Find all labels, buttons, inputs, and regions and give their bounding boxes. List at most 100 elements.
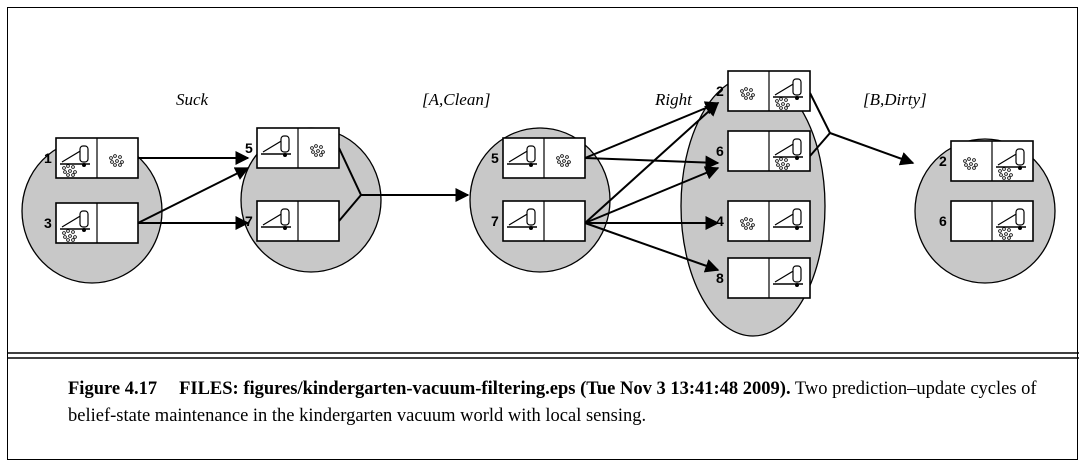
state-number: 5 (491, 150, 499, 166)
dirt-speck (779, 97, 783, 101)
dirt-speck (786, 163, 790, 167)
dirt-speck (746, 222, 750, 226)
dirt-speck (751, 223, 755, 227)
transition-label-2: [A,Clean] (422, 90, 490, 109)
dirt-speck (784, 98, 788, 102)
vacuum-wheel (795, 283, 799, 287)
dirt-speck (972, 166, 976, 170)
dirt-speck (998, 229, 1002, 233)
dirt-speck (775, 99, 779, 103)
dirt-speck (741, 93, 745, 97)
state-number: 7 (491, 213, 499, 229)
world-state-7: 7 (245, 200, 340, 242)
vacuum-body (1015, 148, 1025, 166)
arrow-right-7-8 (584, 222, 720, 273)
dirt-speck (1004, 172, 1008, 176)
dirt-speck (784, 158, 788, 162)
dirt-speck (567, 160, 571, 164)
dirt-speck (779, 106, 783, 110)
dirt-speck (118, 155, 122, 159)
dirt-speck (118, 163, 122, 167)
figure-caption-text: Two prediction–update cycles of belief-s… (68, 379, 1037, 426)
dirt-speck (744, 226, 748, 230)
dirt-speck (1002, 176, 1006, 180)
arrow-right-7-6 (584, 166, 720, 224)
dirt-speck (109, 156, 113, 160)
dirt-speck (776, 103, 780, 107)
figure-file-info: FILES: figures/kindergarten-vacuum-filte… (179, 379, 791, 399)
dirt-speck (1007, 176, 1011, 180)
vacuum-body (526, 208, 536, 226)
dirt-speck (71, 173, 75, 177)
dirt-speck (744, 87, 748, 91)
dirt-speck (751, 93, 755, 97)
dirt-speck (115, 159, 119, 163)
vacuum-wheel (283, 226, 287, 230)
state-number: 8 (716, 270, 724, 286)
dirt-speck (967, 157, 971, 161)
state-number: 6 (716, 143, 724, 159)
world-state-2: 2 (939, 140, 1034, 182)
world-state-8: 8 (716, 257, 811, 299)
dirt-speck (1002, 236, 1006, 240)
world-state-2: 2 (716, 70, 811, 112)
vacuum-body (79, 145, 89, 163)
vacuum-body (79, 210, 89, 228)
vacuum-body (280, 135, 290, 153)
figure-label: Figure 4.17 (68, 379, 158, 399)
state-number: 7 (245, 213, 253, 229)
dirt-speck (740, 89, 744, 93)
state-number: 4 (716, 213, 724, 229)
vacuum-wheel (795, 226, 799, 230)
arrow-right-5-6 (584, 155, 720, 170)
world-state-4: 4 (716, 200, 811, 242)
dirt-speck (1004, 232, 1008, 236)
dirt-speck (967, 166, 971, 170)
dirt-speck (1009, 233, 1013, 237)
dirt-speck (998, 169, 1002, 173)
dirt-speck (557, 160, 561, 164)
dirt-speck (741, 223, 745, 227)
state-number: 6 (939, 213, 947, 229)
vacuum-wheel (795, 156, 799, 160)
state-number: 1 (44, 150, 52, 166)
dirt-speck (999, 233, 1003, 237)
dirt-speck (1007, 228, 1011, 232)
dirt-speck (779, 166, 783, 170)
dirt-speck (1009, 173, 1013, 177)
state-number: 2 (939, 153, 947, 169)
dirt-speck (62, 231, 66, 235)
world-state-5: 5 (245, 127, 340, 169)
vacuum-body (280, 208, 290, 226)
dirt-speck (964, 163, 968, 167)
dirt-speck (565, 155, 569, 159)
dirt-speck (314, 153, 318, 157)
vacuum-body (1015, 208, 1025, 226)
transition-label-3: Right (654, 90, 693, 109)
dirt-speck (120, 160, 124, 164)
vacuum-wheel (1018, 226, 1022, 230)
dirt-speck (66, 229, 70, 233)
dirt-speck (749, 226, 753, 230)
dirt-speck (1007, 168, 1011, 172)
dirt-speck (66, 164, 70, 168)
dirt-speck (73, 235, 77, 239)
dirt-speck (744, 217, 748, 221)
dirt-speck (786, 103, 790, 107)
vacuum-body (792, 138, 802, 156)
world-state-6: 6 (716, 130, 811, 172)
vacuum-body (792, 265, 802, 283)
world-state-1: 1 (44, 137, 139, 179)
vacuum-body (526, 145, 536, 163)
dirt-speck (310, 146, 314, 150)
dirt-speck (560, 154, 564, 158)
dirt-speck (66, 173, 70, 177)
world-state-7: 7 (491, 200, 586, 242)
dirt-speck (71, 238, 75, 242)
vacuum-body (792, 208, 802, 226)
dirt-speck (565, 163, 569, 167)
dirt-speck (63, 235, 67, 239)
dirt-speck (749, 218, 753, 222)
world-state-6: 6 (939, 200, 1034, 242)
